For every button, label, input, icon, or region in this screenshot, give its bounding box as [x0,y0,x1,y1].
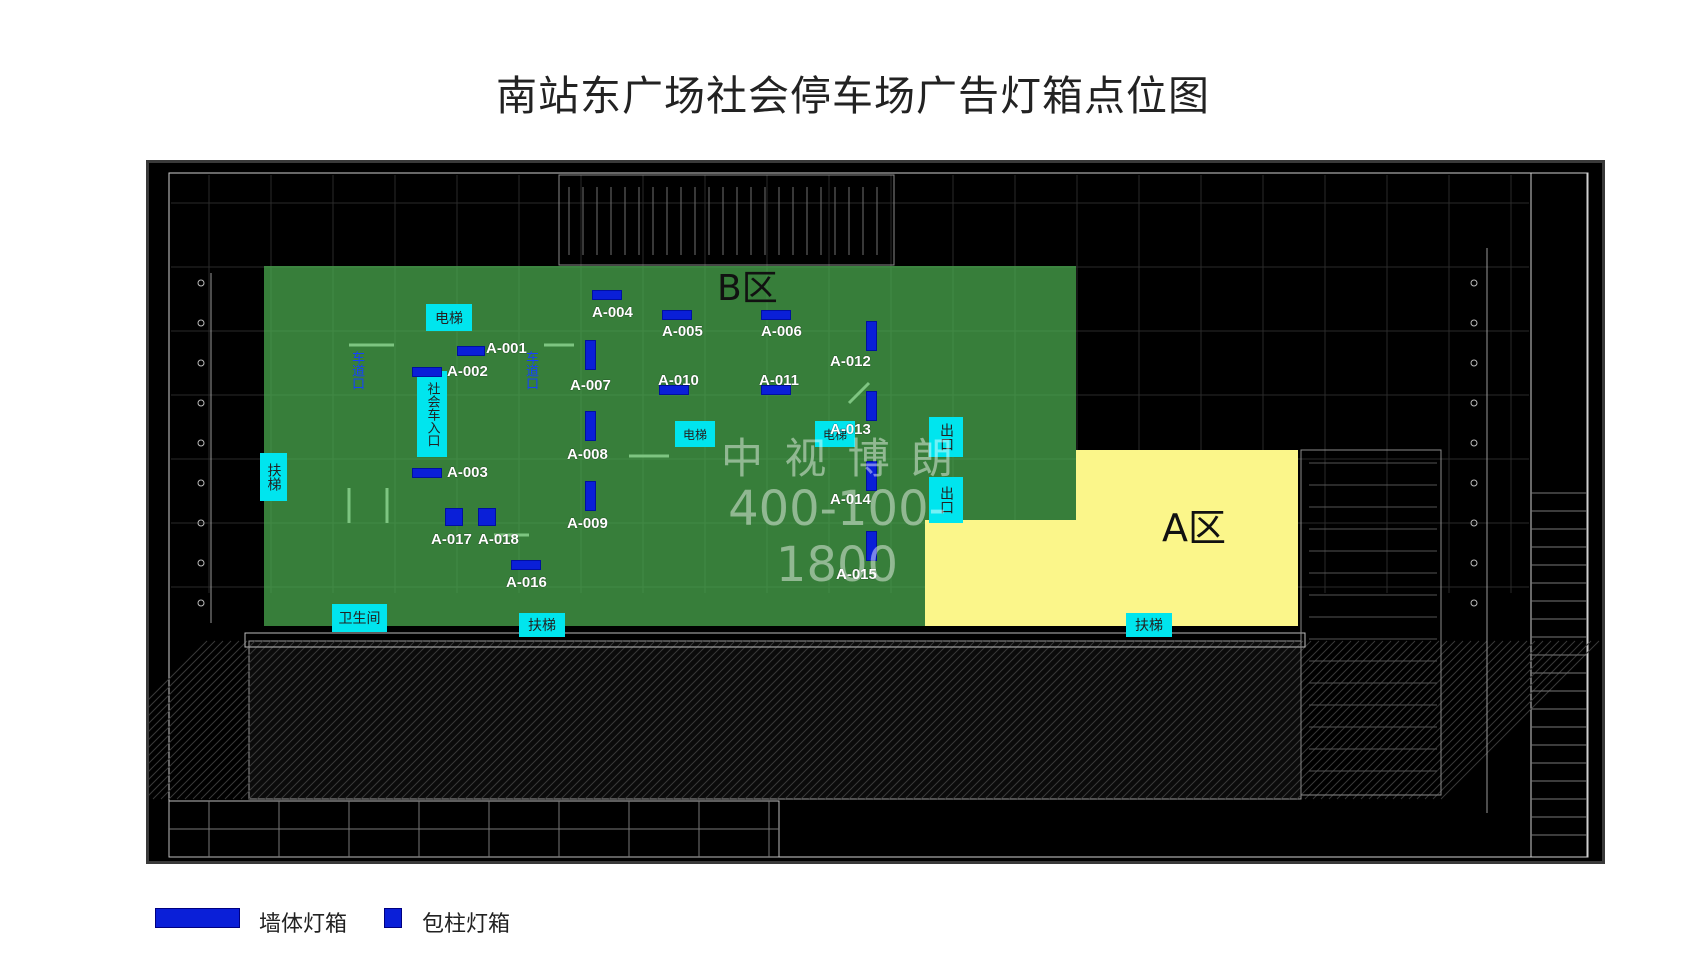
zone-a-area-left [925,520,1076,626]
wall-light-box-a002 [412,367,442,377]
escalator-tag: 扶梯 [1126,613,1172,637]
wall-light-box-a010 [659,385,689,395]
page-title: 南站东广场社会停车场广告灯箱点位图 [496,72,1210,120]
wall-light-box-a015 [866,531,877,561]
light-box-code: A-005 [662,323,703,340]
legend-wall-swatch [155,908,240,928]
wall-light-box-a005 [662,310,692,320]
column-light-box-a018 [478,508,496,526]
zone-b-area [264,266,1076,445]
light-box-code: A-011 [759,372,800,389]
watermark-phone: 400-100-1800 [728,481,946,593]
wall-light-box-a011 [761,385,791,395]
zone-a-area [1076,450,1298,626]
light-box-code: A-009 [567,515,608,532]
light-box-code: A-002 [447,363,488,380]
elevator-tag: 电梯 [675,421,715,447]
wall-light-box-a003 [412,468,442,478]
light-box-code: A-015 [836,566,877,583]
exit-tag: 出口 [929,417,963,457]
legend-wall-label: 墙体灯箱 [259,912,348,937]
light-box-code: A-010 [658,372,699,389]
light-box-code: A-008 [567,446,608,463]
light-box-code: A-013 [830,421,871,438]
lane-sign: 车道口 [349,351,364,390]
wall-light-box-a016 [511,560,541,570]
column-light-box-a017 [445,508,463,526]
wall-light-box-a007 [585,340,596,370]
light-box-code: A-016 [506,574,547,591]
escalator-tag: 扶梯 [260,453,287,501]
cad-drawing-lines [149,172,1600,858]
elevator-tag: 电梯 [815,421,855,447]
wall-light-box-a001 [457,346,485,356]
light-box-code: A-004 [592,304,633,321]
light-box-code: A-003 [447,464,488,481]
lane-sign: 车道口 [523,351,538,390]
exit-tag: 出口 [929,477,963,523]
light-box-code: A-006 [761,323,802,340]
wall-light-box-a013 [866,391,877,421]
watermark-company: 中 视 博 朗 [720,434,958,483]
light-box-code: A-017 [431,531,472,548]
light-box-code: A-001 [486,340,527,357]
light-box-code: A-007 [570,377,611,394]
zone-b-label: B区 [717,268,778,309]
wall-light-box-a012 [866,321,877,351]
car-entrance-tag: 社会车入口 [417,371,447,457]
zone-b-area-lower [264,445,949,626]
restroom-tag: 卫生间 [332,604,387,632]
light-box-code: A-012 [830,353,871,370]
wall-light-box-a014 [866,461,877,491]
zone-a-label: A区 [1162,506,1226,550]
zone-b-area-notch [949,445,1076,520]
escalator-tag: 扶梯 [519,613,565,637]
legend-column-label: 包柱灯箱 [422,912,511,937]
elevator-tag: 电梯 [426,304,472,331]
wall-light-box-a004 [592,290,622,300]
legend-column-swatch [384,908,402,928]
wall-light-box-a009 [585,481,596,511]
wall-light-box-a008 [585,411,596,441]
wall-light-box-a006 [761,310,791,320]
light-box-code: A-014 [830,491,871,508]
light-box-code: A-018 [478,531,519,548]
floor-plan: B区 A区 电梯 电梯 电梯 扶梯 扶梯 扶梯 卫生间 出口 出口 社会车入口 … [146,160,1605,864]
